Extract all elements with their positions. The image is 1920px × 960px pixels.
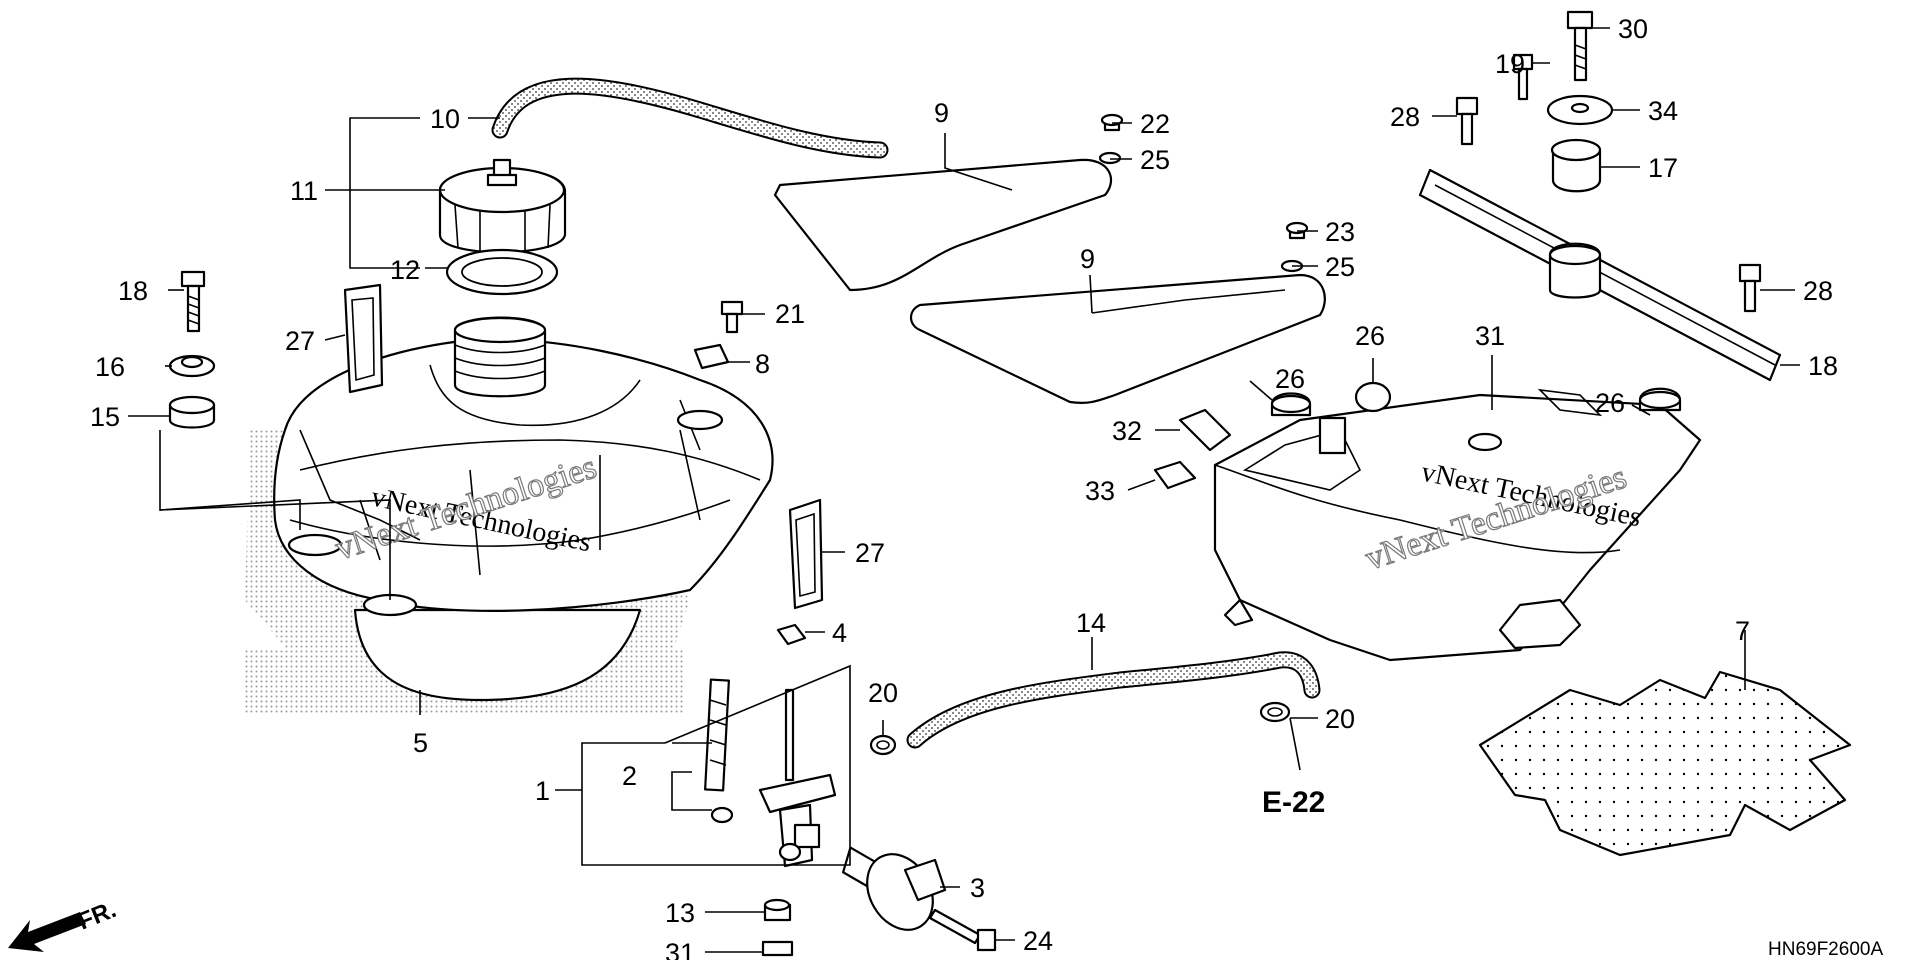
valve-lever (842, 846, 947, 931)
callout-3: 3 (970, 873, 985, 903)
callout-28-right: 28 (1803, 276, 1833, 306)
callout-26-top: 26 (1355, 321, 1385, 351)
callout-31: 31 (1475, 321, 1505, 351)
callout-8: 8 (755, 349, 770, 379)
mount-bracket (1418, 168, 1782, 382)
callout-16: 16 (95, 352, 125, 382)
callout-20-left: 20 (868, 678, 898, 708)
leader-lines (128, 27, 1800, 953)
diagram-code: HN69F2600A (1768, 939, 1883, 960)
clip-32 (1178, 408, 1232, 452)
screw-22 (720, 300, 744, 334)
callout-24: 24 (1023, 926, 1053, 956)
callout-7: 7 (1735, 616, 1750, 646)
callout-19: 18 (118, 276, 148, 306)
nut-13 (763, 898, 792, 922)
callout-14: 14 (1076, 608, 1106, 638)
callout-25-a: 25 (1140, 145, 1170, 175)
clamp-20-right (1259, 701, 1291, 723)
callout-13: 13 (665, 898, 695, 928)
clip-33 (1153, 460, 1197, 490)
callout-34: 34 (1648, 96, 1678, 126)
washer-34 (1546, 94, 1614, 126)
bolt-29 (1566, 10, 1594, 82)
front-label: FR. (74, 896, 120, 936)
cap-26-right (1638, 387, 1682, 412)
front-arrow-icon: FR. (8, 896, 120, 952)
band-27-right (788, 498, 824, 610)
bolt-28-right (1738, 263, 1762, 313)
floor-plate (1478, 670, 1852, 857)
bolt-21 (1512, 53, 1534, 101)
callout-17: 17 (1648, 153, 1678, 183)
callout-33: 33 (1085, 476, 1115, 506)
callout-2: 2 (622, 761, 637, 791)
side-cover-lower (909, 273, 1326, 404)
callout-12: 12 (390, 255, 420, 285)
callout-20-right: 20 (1325, 704, 1355, 734)
side-cover-upper (773, 158, 1113, 292)
callout-27-right: 27 (855, 538, 885, 568)
callout-labels: 10 11 12 18 16 15 27 21 8 27 4 5 1 2 3 2… (90, 14, 1838, 960)
band-27-left (343, 283, 384, 394)
bolt-19 (180, 270, 206, 333)
callout-26-right: 26 (1595, 388, 1625, 418)
fuel-tank (245, 316, 774, 715)
washer-25-a (1098, 151, 1122, 165)
fuel-strainer (704, 678, 734, 824)
cap-gasket (445, 248, 559, 296)
callout-9-lower: 9 (1080, 244, 1095, 274)
callout-22: 21 (775, 299, 805, 329)
fuel-hose (906, 651, 1321, 749)
callout-5: 5 (413, 728, 428, 758)
callout-15: 15 (90, 402, 120, 432)
callout-23-b: 23 (1325, 217, 1355, 247)
breather-hose-top (491, 77, 889, 159)
callout-11: 11 (290, 176, 318, 206)
bolt-28-left (1455, 96, 1479, 146)
callout-1: 1 (535, 776, 550, 806)
callout-10: 10 (430, 104, 460, 134)
bolt-24 (928, 908, 997, 952)
cap-26-mid (1354, 381, 1392, 413)
callout-9-upper: 9 (934, 98, 949, 128)
filler-cap (438, 158, 567, 254)
clip-4 (776, 623, 807, 646)
callout-29: 30 (1618, 14, 1648, 44)
callout-28-left: 28 (1390, 102, 1420, 132)
callout-25-b: 25 (1325, 252, 1355, 282)
callout-4: 4 (832, 618, 847, 648)
rubber-mount-17 (1550, 138, 1602, 193)
callout-32: 32 (1112, 416, 1142, 446)
washer-16 (168, 354, 216, 378)
callout-18: 18 (1808, 351, 1838, 381)
callout-23-a: 22 (1140, 109, 1170, 139)
cap-26-left (1270, 392, 1312, 417)
callout-26-left: 26 (1275, 364, 1305, 394)
ref-e22: E-22 (1262, 786, 1325, 819)
cushion-15 (168, 395, 216, 429)
storage-tank (1213, 388, 1702, 662)
clamp-20-left (869, 734, 897, 756)
callout-30: 31 (665, 938, 695, 960)
fuel-valve-body (758, 688, 837, 868)
callout-27-left: 27 (285, 326, 315, 356)
grommet-8 (693, 343, 730, 370)
bolt-30 (761, 940, 794, 957)
callout-21: 19 (1495, 49, 1525, 79)
